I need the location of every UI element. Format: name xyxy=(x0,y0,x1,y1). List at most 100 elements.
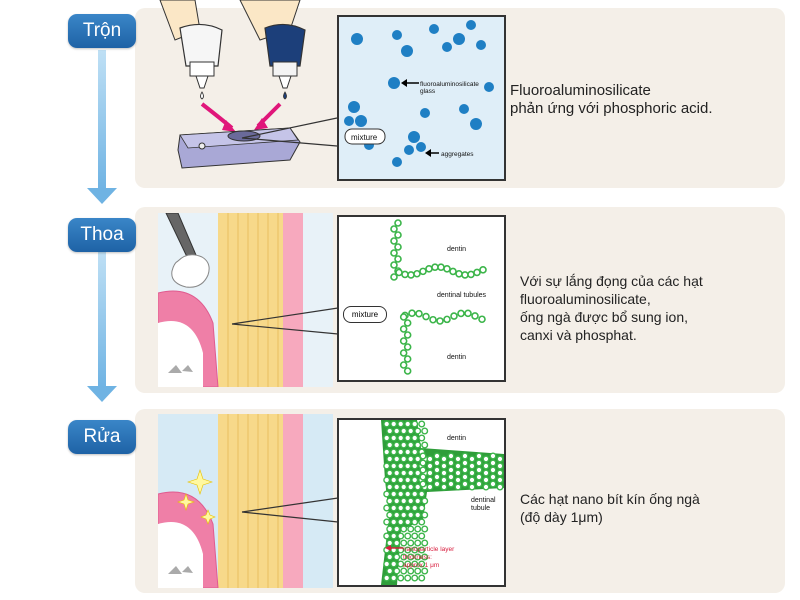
nanoparticle xyxy=(455,269,463,278)
nanoparticle xyxy=(383,574,391,582)
nanoparticle xyxy=(425,265,433,273)
nanoparticle xyxy=(419,452,427,460)
nanoparticle xyxy=(454,476,462,484)
nanoparticle xyxy=(386,469,394,477)
nanoparticle xyxy=(415,309,423,318)
nanoparticle xyxy=(397,448,405,456)
nanoparticle xyxy=(386,553,394,561)
nanoparticle xyxy=(397,504,405,512)
nanoparticle xyxy=(400,497,408,505)
nanoparticle xyxy=(447,452,455,460)
inset-rinse-svg: dentin dentinal tubule nanoparticle laye… xyxy=(381,420,504,585)
nanoparticle xyxy=(496,455,504,463)
nanoparticle xyxy=(449,267,457,276)
nanoparticle xyxy=(454,469,462,477)
dentin-layer xyxy=(218,213,288,387)
nanoparticle xyxy=(440,462,448,470)
svg-text:glass: glass xyxy=(420,88,436,95)
nanoparticle xyxy=(464,309,472,318)
nanoparticle xyxy=(404,574,412,582)
nanoparticle xyxy=(403,331,412,339)
nanoparticle xyxy=(471,312,479,320)
nanoparticle xyxy=(421,427,429,435)
flow-arrow-2 xyxy=(98,250,106,388)
nanoparticle xyxy=(404,532,412,540)
nanoparticle xyxy=(393,553,401,561)
nanoparticle xyxy=(393,567,401,575)
description-rinse: Các hạt nano bít kín ống ngà (độ dày 1μm… xyxy=(520,491,700,525)
nanoparticle xyxy=(443,315,451,324)
nanoparticle xyxy=(411,532,419,540)
nanoparticle xyxy=(475,473,483,481)
nanoparticle xyxy=(414,483,422,491)
nanoparticle xyxy=(400,469,408,477)
nanoparticle xyxy=(418,546,426,554)
nanoparticle xyxy=(496,476,504,484)
nanoparticle xyxy=(421,497,429,505)
nanoparticle xyxy=(403,343,412,351)
nanoparticle xyxy=(482,462,490,470)
nanoparticle xyxy=(407,455,415,463)
nanoparticle xyxy=(411,490,419,498)
nanoparticle xyxy=(400,511,408,519)
nanoparticle xyxy=(475,452,483,460)
description-mix: Fluoroaluminosilicate phản ứng với phosp… xyxy=(510,82,713,117)
nanoparticle xyxy=(397,434,405,442)
nanoparticle xyxy=(400,525,408,533)
nanoparticle xyxy=(421,511,429,519)
nanoparticle xyxy=(390,560,398,568)
svg-text:dentin: dentin xyxy=(447,435,466,442)
nanoparticle xyxy=(403,355,412,363)
description-apply: Với sự lắng đọng của các hạt fluoroalumi… xyxy=(520,273,703,343)
nanoparticle xyxy=(461,480,469,488)
nanoparticle xyxy=(467,270,475,279)
nanoparticle xyxy=(404,504,412,512)
nanoparticle xyxy=(433,480,441,488)
nanoparticle xyxy=(475,459,483,467)
nanoparticle xyxy=(407,271,415,279)
nanoparticle xyxy=(426,483,434,491)
svg-text:approx.1 μm: approx.1 μm xyxy=(403,562,439,569)
nanoparticle xyxy=(383,490,391,498)
nanoparticle xyxy=(414,553,422,561)
nanoparticle xyxy=(397,574,405,582)
nanoparticle xyxy=(386,427,394,435)
sparkle-icon xyxy=(177,469,216,525)
nanoparticle xyxy=(418,420,426,428)
nanoparticle xyxy=(399,337,408,345)
nanoparticle xyxy=(489,452,497,460)
nanoparticle xyxy=(383,420,391,428)
nanoparticle xyxy=(404,546,412,554)
inset-mix: fluoroaluminosilicate glass aggregates m… xyxy=(337,15,506,181)
rinse-illustration xyxy=(158,414,333,588)
nanoparticle xyxy=(403,367,412,375)
nanoparticle xyxy=(386,441,394,449)
svg-text:dentin: dentin xyxy=(447,246,466,253)
nanoparticle xyxy=(407,553,415,561)
nanoparticle xyxy=(394,231,402,239)
nanoparticle xyxy=(393,441,401,449)
nanoparticle xyxy=(414,469,422,477)
apply-illustration xyxy=(158,213,333,387)
nanoparticle xyxy=(390,476,398,484)
nanoparticle xyxy=(461,452,469,460)
nanoparticle xyxy=(479,266,487,274)
step-label-apply: Thoa xyxy=(68,218,136,252)
nanoparticle xyxy=(397,518,405,526)
nanoparticle xyxy=(411,476,419,484)
nanoparticle xyxy=(393,497,401,505)
nanoparticle xyxy=(393,511,401,519)
nanoparticle xyxy=(414,567,422,575)
nanoparticle xyxy=(419,267,427,276)
nanoparticle xyxy=(399,349,408,357)
pulp-layer xyxy=(283,213,303,387)
nanoparticle xyxy=(411,434,419,442)
nanoparticle xyxy=(454,455,462,463)
flow-arrow-1 xyxy=(98,50,106,190)
nanoparticle xyxy=(400,455,408,463)
nanoparticle xyxy=(400,441,408,449)
nanoparticle xyxy=(475,480,483,488)
glass-particles xyxy=(344,20,494,167)
nanoparticle xyxy=(404,420,412,428)
nanoparticle xyxy=(414,539,422,547)
